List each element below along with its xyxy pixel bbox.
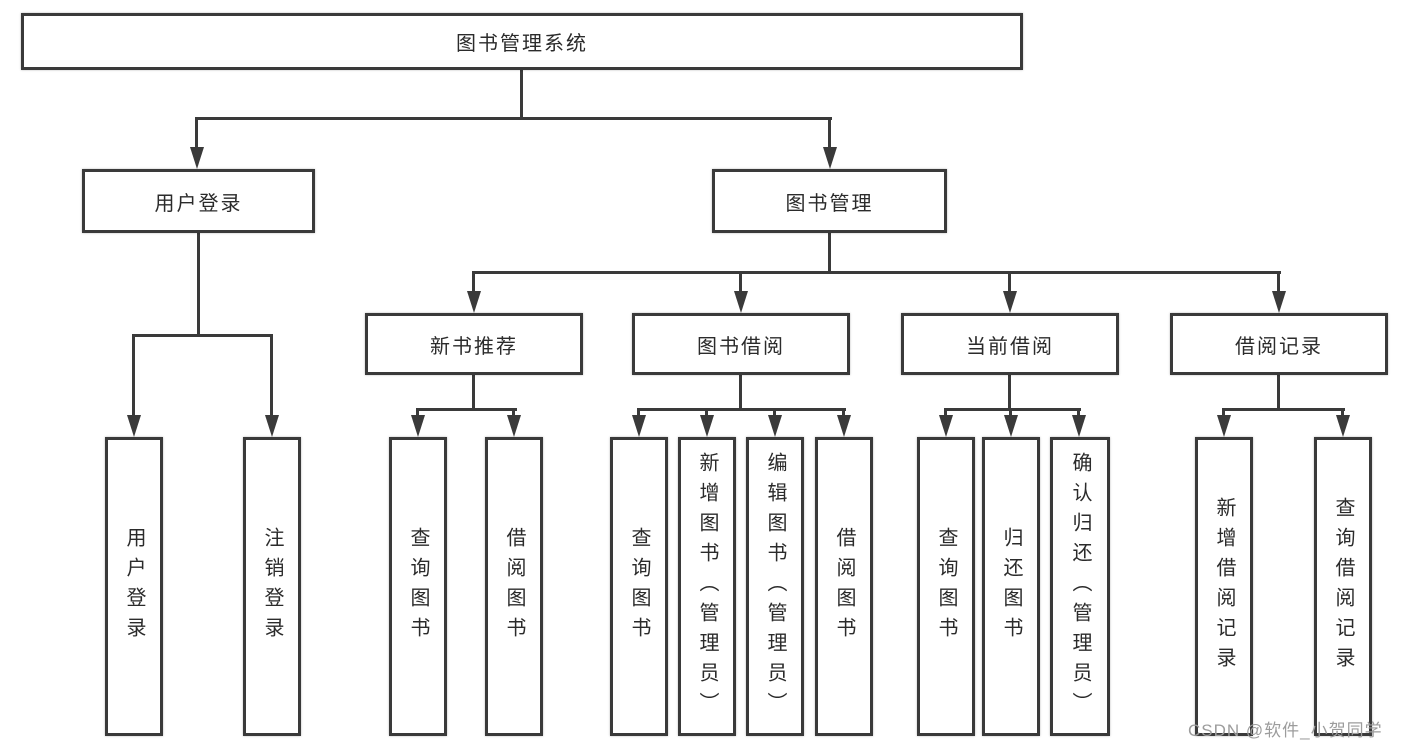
connector-root-drop-right: [828, 117, 831, 152]
connector-current-drop-3: [1077, 408, 1080, 420]
leaf-label: 查询图书: [407, 526, 429, 647]
node-user-login: 用户登录: [82, 169, 315, 233]
connector-bookmgmt-drop-3: [1008, 271, 1011, 295]
leaf-label: 查询图书: [935, 526, 957, 647]
arrowhead-leaf-user-login: [127, 415, 141, 437]
connector-current-drop-1: [944, 408, 947, 420]
leaf-label: 注销登录: [261, 526, 283, 647]
arrowhead-bb-borrow: [837, 415, 851, 437]
arrowhead-records: [1272, 291, 1286, 313]
node-leaf-bb-query-books: 查询图书: [610, 437, 668, 736]
connector-rec-drop-2: [512, 408, 515, 420]
node-current-borrow: 当前借阅: [901, 313, 1119, 375]
connector-borrow-drop-1: [637, 408, 640, 420]
connector-bookmgmt-stem: [828, 233, 831, 273]
connector-rec-stem: [472, 375, 475, 411]
connector-borrow-drop-4: [842, 408, 845, 420]
node-borrow-records: 借阅记录: [1170, 313, 1388, 375]
arrowhead-rec: [467, 291, 481, 313]
connector-bookmgmt-drop-1: [472, 271, 475, 295]
csdn-watermark: CSDN @软件_小贺同学: [1188, 721, 1383, 740]
node-current-borrow-label: 当前借阅: [966, 335, 1054, 358]
connector-bookmgmt-bar: [472, 271, 1281, 274]
connector-rec-bar: [416, 408, 517, 411]
node-book-borrow: 图书借阅: [632, 313, 850, 375]
arrowhead-current: [1003, 291, 1017, 313]
connector-borrow-drop-3: [773, 408, 776, 420]
connector-records-bar: [1222, 408, 1345, 411]
leaf-label: 查询图书: [628, 526, 650, 647]
node-user-login-label: 用户登录: [154, 192, 243, 215]
node-book-borrow-label: 图书借阅: [697, 335, 785, 358]
connector-records-stem: [1277, 375, 1280, 411]
arrowhead-rec-query: [411, 415, 425, 437]
connector-borrow-drop-2: [705, 408, 708, 420]
connector-borrow-bar: [637, 408, 846, 411]
node-root: 图书管理系统: [21, 13, 1023, 70]
node-leaf-user-login: 用户登录: [105, 437, 163, 736]
node-leaf-bb-edit-books-admin: 编辑图书（管理员）: [746, 437, 804, 736]
node-leaf-br-add-record: 新增借阅记录: [1195, 437, 1253, 736]
arrowhead-borrow: [734, 291, 748, 313]
arrowhead-rec-borrow: [507, 415, 521, 437]
connector-userlogin-stem: [197, 233, 200, 336]
leaf-label: 用户登录: [123, 526, 145, 647]
arrowhead-user-login: [190, 147, 204, 169]
arrowhead-book-mgmt: [823, 147, 837, 169]
arrowhead-br-add: [1217, 415, 1231, 437]
leaf-label: 确认归还（管理员）: [1069, 451, 1091, 722]
arrowhead-bb-edit: [768, 415, 782, 437]
connector-current-drop-2: [1009, 408, 1012, 420]
node-leaf-rec-query-books: 查询图书: [389, 437, 447, 736]
arrowhead-br-query: [1336, 415, 1350, 437]
leaf-label: 归还图书: [1000, 526, 1022, 647]
connector-current-stem: [1008, 375, 1011, 411]
leaf-label: 借阅图书: [503, 526, 525, 647]
node-leaf-bb-borrow-books: 借阅图书: [815, 437, 873, 736]
connector-current-bar: [944, 408, 1081, 411]
connector-borrow-stem: [739, 375, 742, 411]
node-root-label: 图书管理系统: [456, 33, 588, 55]
node-leaf-cb-return-books: 归还图书: [982, 437, 1040, 736]
node-leaf-cb-query-books: 查询图书: [917, 437, 975, 736]
arrowhead-cb-query: [939, 415, 953, 437]
connector-bookmgmt-drop-2: [739, 271, 742, 295]
node-leaf-rec-borrow-books: 借阅图书: [485, 437, 543, 736]
arrowhead-cb-confirm: [1072, 415, 1086, 437]
node-book-mgmt: 图书管理: [712, 169, 947, 233]
arrowhead-leaf-logout: [265, 415, 279, 437]
node-leaf-br-query-record: 查询借阅记录: [1314, 437, 1372, 736]
node-book-mgmt-label: 图书管理: [785, 192, 874, 215]
arrowhead-bb-add: [700, 415, 714, 437]
connector-userlogin-bar: [132, 334, 273, 337]
leaf-label: 新增借阅记录: [1213, 496, 1235, 677]
node-leaf-logout: 注销登录: [243, 437, 301, 736]
node-new-book-rec-label: 新书推荐: [430, 335, 518, 358]
connector-records-drop-2: [1341, 408, 1344, 420]
leaf-label: 借阅图书: [833, 526, 855, 647]
connector-root-stem: [520, 70, 523, 120]
node-leaf-bb-add-books-admin: 新增图书（管理员）: [678, 437, 736, 736]
arrowhead-bb-query: [632, 415, 646, 437]
connector-rec-drop-1: [416, 408, 419, 420]
connector-root-drop-left: [195, 117, 198, 152]
connector-userlogin-drop-2: [270, 334, 273, 418]
node-borrow-records-label: 借阅记录: [1235, 335, 1323, 358]
connector-records-drop-1: [1222, 408, 1225, 420]
leaf-label: 查询借阅记录: [1332, 496, 1354, 677]
connector-bookmgmt-drop-4: [1277, 271, 1280, 295]
connector-userlogin-drop-1: [132, 334, 135, 418]
node-leaf-cb-confirm-return-admin: 确认归还（管理员）: [1050, 437, 1110, 736]
arrowhead-cb-return: [1004, 415, 1018, 437]
leaf-label: 新增图书（管理员）: [696, 451, 718, 722]
leaf-label: 编辑图书（管理员）: [764, 451, 786, 722]
node-new-book-rec: 新书推荐: [365, 313, 583, 375]
connector-root-bar: [195, 117, 832, 120]
